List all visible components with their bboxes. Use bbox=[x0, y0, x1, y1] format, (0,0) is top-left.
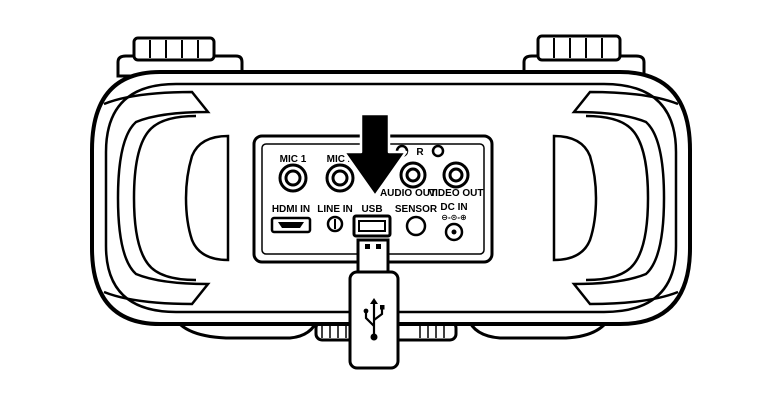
usb-flash-drive bbox=[348, 238, 400, 370]
video-out-label: VIDEO OUT bbox=[428, 188, 483, 199]
audio-out-label: AUDIO OUT bbox=[380, 188, 436, 199]
dc-in-port: DC IN ⊖-⊙-⊕ bbox=[440, 202, 468, 242]
mic1-port: MIC 1 bbox=[278, 154, 308, 193]
mic2-port: MIC 2 bbox=[325, 154, 355, 193]
arrow-down-icon bbox=[342, 112, 408, 198]
usb-label: USB bbox=[361, 204, 382, 215]
sensor-window: SENSOR bbox=[395, 204, 438, 237]
audio-out-port: AUDIO OUT bbox=[380, 161, 436, 199]
mic1-label: MIC 1 bbox=[280, 154, 307, 165]
hdmi-in-label: HDMI IN bbox=[272, 204, 310, 215]
sensor-label: SENSOR bbox=[395, 204, 438, 215]
mic2-label: MIC 2 bbox=[327, 154, 354, 165]
video-out-port: VIDEO OUT bbox=[428, 161, 484, 199]
usb-trident-icon bbox=[363, 298, 385, 341]
r-label: R bbox=[416, 147, 424, 158]
usb-port: USB bbox=[352, 204, 392, 238]
dc-in-label: DC IN bbox=[440, 202, 467, 213]
line-in-label: LINE IN bbox=[317, 204, 353, 215]
dc-polarity-symbol: ⊖-⊙-⊕ bbox=[441, 213, 466, 222]
line-in-port: LINE IN bbox=[317, 204, 353, 233]
hdmi-in-port: HDMI IN bbox=[270, 204, 312, 234]
